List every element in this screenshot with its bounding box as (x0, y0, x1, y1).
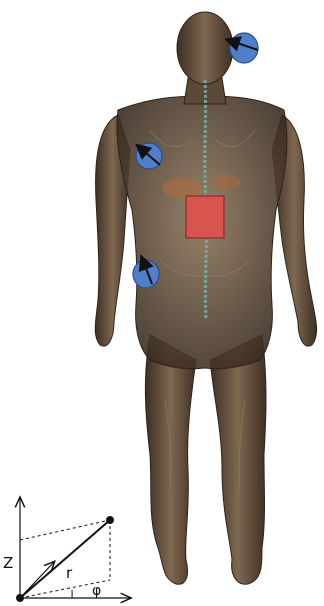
organ-region (162, 178, 202, 198)
z-label: Z (3, 554, 13, 572)
endpoint (106, 516, 114, 524)
head-sensor (228, 33, 258, 63)
r-label: r (66, 564, 73, 582)
projection-line (20, 520, 110, 540)
coordinate-axes: Z r φ (3, 498, 130, 602)
head (177, 12, 233, 84)
human-body (95, 12, 316, 584)
right-leg (210, 335, 266, 584)
organ-region (212, 174, 240, 190)
phi-label: φ (92, 583, 101, 599)
torso-box (186, 196, 224, 238)
origin-point (16, 594, 24, 602)
chest-sensor (136, 143, 162, 169)
